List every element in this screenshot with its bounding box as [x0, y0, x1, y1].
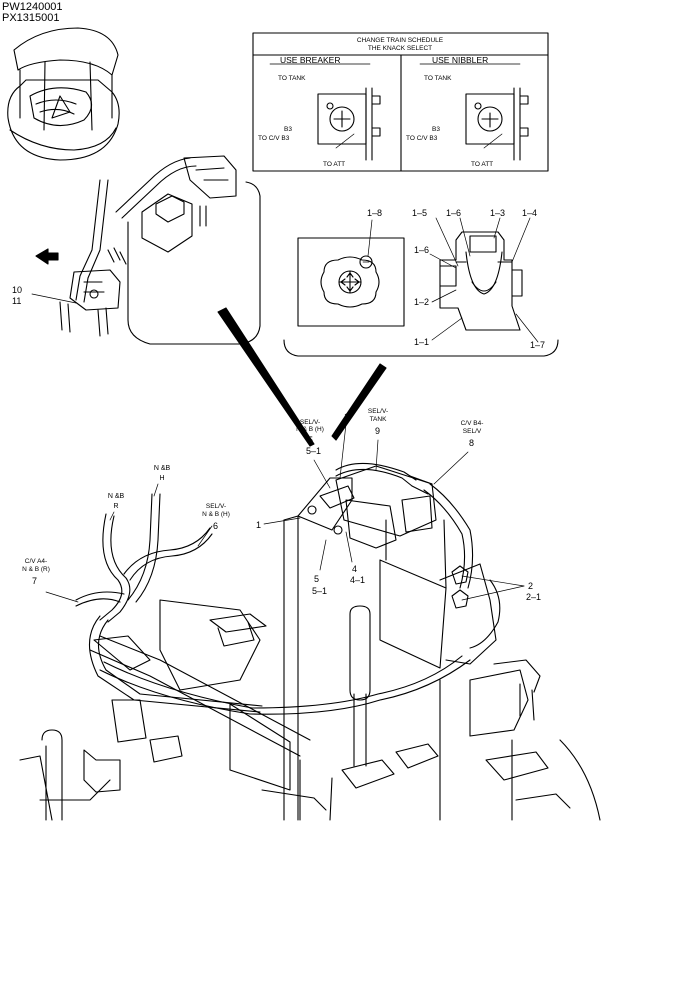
- callout-9: 9: [375, 426, 380, 436]
- callout-1-1: 1–1: [414, 337, 429, 347]
- cv-b4-line1: C/V B4-: [461, 420, 484, 427]
- right-b3: B3: [432, 126, 440, 133]
- machine-overview-illustration: [7, 27, 120, 161]
- main-assembly-illustration: [19, 462, 601, 821]
- callout-5-1-top: 5–1: [306, 446, 321, 456]
- left-to-tank: TO TANK: [278, 75, 306, 82]
- callout-1-4: 1–4: [522, 208, 537, 218]
- callout-1-6-top: 1–6: [446, 208, 461, 218]
- callout-8: 8: [469, 438, 474, 448]
- upper-left-assembly: [59, 155, 261, 345]
- right-to-tank: TO TANK: [424, 75, 452, 82]
- left-b3: B3: [284, 126, 292, 133]
- right-to-att: TO ATT: [471, 161, 493, 168]
- sel-nb-h2-line2: N & B (H): [202, 511, 230, 518]
- callout-5-top: 5: [308, 435, 313, 445]
- nb-h-line2: H: [159, 475, 164, 482]
- right-to-cv-b3: TO C/V B3: [406, 135, 438, 142]
- callout-1-6-mid: 1–6: [414, 245, 429, 255]
- cv-b4-line2: SEL/V: [463, 428, 482, 435]
- left-to-att: TO ATT: [323, 161, 345, 168]
- sel-tank-line2: TANK: [370, 416, 388, 423]
- leader-lines: [45, 423, 525, 603]
- nb-r-line1: N &B: [108, 493, 125, 500]
- callout-4: 4: [352, 564, 357, 574]
- callout-10: 10: [12, 285, 22, 295]
- use-breaker-heading: USE BREAKER: [280, 55, 340, 65]
- cv-a4-line1: C/V A4-: [25, 558, 47, 565]
- sel-nb-h2-line1: SEL/V-: [206, 503, 226, 510]
- callout-1-5: 1–5: [412, 208, 427, 218]
- left-to-cv-b3: TO C/V B3: [258, 135, 290, 142]
- callout-11: 11: [12, 296, 21, 306]
- callout-4-1: 4–1: [350, 575, 365, 585]
- callout-1-top: 1: [344, 412, 349, 422]
- callout-1-2: 1–2: [414, 297, 429, 307]
- sel-nb-h-line1: SEL/V-: [300, 419, 320, 426]
- callout-1-7: 1–7: [530, 340, 545, 350]
- sel-nb-h-line2: N & B (H): [296, 426, 324, 433]
- valve-detail-view: [283, 217, 559, 357]
- doc-id-line-1: PW1240001: [2, 1, 63, 13]
- change-schedule-inset: [252, 32, 549, 172]
- use-nibbler-heading: USE NIBBLER: [432, 55, 488, 65]
- callout-1-left: 1: [256, 520, 261, 530]
- callout-1-3: 1–3: [490, 208, 505, 218]
- nb-h-line1: N &B: [154, 465, 171, 472]
- arrow-left-icon: [35, 248, 59, 265]
- callout-5-low: 5: [314, 574, 319, 584]
- callout-1-8: 1–8: [367, 208, 382, 218]
- callout-2-1: 2–1: [526, 592, 541, 602]
- callout-5-1-low: 5–1: [312, 586, 327, 596]
- doc-id-line-2: PX1315001: [2, 12, 60, 24]
- inset-title-1: CHANGE TRAIN SCHEDULE: [357, 37, 444, 44]
- cv-a4-line2: N & B (R): [22, 566, 50, 573]
- sel-tank-line1: SEL/V-: [368, 408, 388, 415]
- nb-r-line2: R: [113, 503, 118, 510]
- callout-7: 7: [32, 576, 37, 586]
- inset-title-2: THE KNACK SELECT: [368, 45, 432, 52]
- callout-2: 2: [528, 581, 533, 591]
- callout-6: 6: [213, 521, 218, 531]
